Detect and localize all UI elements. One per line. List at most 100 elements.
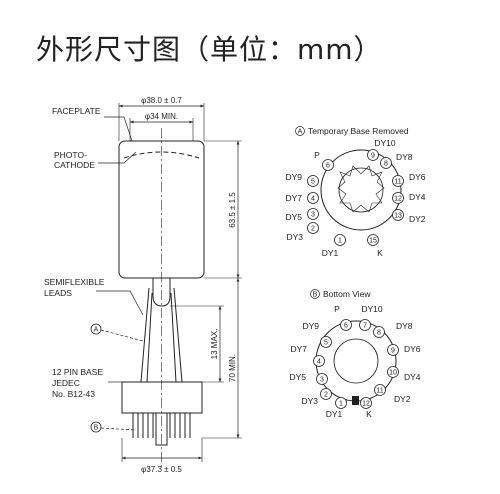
label-photocathode-2: CATHODE bbox=[54, 160, 95, 170]
pin-circle bbox=[334, 234, 346, 246]
pin-6: 6P bbox=[314, 150, 334, 171]
pin-circle bbox=[380, 157, 392, 169]
pin-circle bbox=[359, 319, 371, 331]
tube-side-view bbox=[90, 103, 242, 468]
pin-3: 3 DY5 bbox=[289, 372, 328, 385]
pin-number: 4 bbox=[311, 196, 315, 203]
pin-name: DY3 bbox=[286, 232, 303, 242]
pin-circle bbox=[373, 326, 385, 338]
callout-a-letter: A bbox=[94, 327, 99, 334]
pin-circle bbox=[392, 175, 404, 187]
leader-faceplate bbox=[104, 116, 133, 142]
pin-circle bbox=[392, 209, 404, 221]
view-a-marker: A bbox=[298, 129, 303, 136]
view-a-inner-ring bbox=[338, 167, 384, 213]
pin-number: 1 bbox=[338, 238, 342, 245]
pin-3: 3 DY5 bbox=[285, 208, 319, 222]
leader-a bbox=[100, 329, 144, 342]
pin-circle bbox=[367, 234, 379, 246]
pin-number: 12 bbox=[394, 196, 402, 203]
lead-4 bbox=[173, 287, 183, 383]
callout-b-letter: B bbox=[94, 425, 99, 432]
view-a-title: Temporary Base Removed bbox=[308, 126, 409, 136]
pin-name: DY3 bbox=[301, 396, 318, 406]
pin-number: 5 bbox=[311, 179, 315, 186]
view-a-dynode-structure bbox=[337, 165, 385, 213]
pin-circle bbox=[307, 192, 319, 204]
pin-6: 6P bbox=[334, 304, 352, 331]
dim-lead-max-text: 13 MAX. bbox=[210, 329, 219, 360]
pin-name: DY5 bbox=[285, 212, 302, 222]
pin-name: DY10 bbox=[361, 304, 383, 314]
pin-name: DY7 bbox=[290, 344, 307, 354]
base-key bbox=[155, 412, 168, 446]
lead-2 bbox=[146, 292, 153, 383]
dim-body-length-text: 63.5 ± 1.5 bbox=[228, 192, 237, 228]
pin-number: 8 bbox=[377, 330, 381, 337]
pin-number: 1 bbox=[339, 401, 343, 408]
pin-name: DY7 bbox=[285, 193, 302, 203]
leader-b bbox=[100, 427, 136, 431]
pin-name: DY10 bbox=[374, 138, 396, 148]
label-leads-2: LEADS bbox=[44, 288, 72, 298]
pin-number: 11 bbox=[376, 388, 383, 395]
photocathode-arc bbox=[123, 151, 200, 159]
pin-circle bbox=[307, 222, 319, 234]
pin-number: 8 bbox=[384, 161, 388, 168]
pin-circle bbox=[322, 159, 334, 171]
pin-name: DY4 bbox=[404, 372, 421, 382]
dim-overall-min-text: 70 MIN. bbox=[228, 354, 237, 382]
tube-base bbox=[121, 381, 203, 414]
pin-10: 10 DY4 bbox=[387, 366, 421, 382]
pin-name: DY1 bbox=[322, 248, 339, 258]
pin-circle bbox=[320, 388, 332, 400]
pin-number: 10 bbox=[389, 370, 397, 377]
pin-number: 11 bbox=[394, 179, 401, 186]
label-faceplate: FACEPLATE bbox=[52, 106, 101, 116]
pin-name: DY1 bbox=[326, 409, 343, 419]
pin-8: 8 DY8 bbox=[373, 321, 413, 338]
label-base-2: JEDEC bbox=[52, 378, 80, 388]
pin-name: P bbox=[334, 304, 340, 314]
pin-circle bbox=[340, 319, 352, 331]
pin-name: DY5 bbox=[289, 372, 306, 382]
pin-number: 12 bbox=[362, 401, 370, 408]
pin-name: DY9 bbox=[285, 172, 302, 182]
pin-number: 2 bbox=[324, 392, 328, 399]
pin-circle bbox=[313, 355, 325, 367]
pin-12: 12K bbox=[360, 397, 372, 419]
leader-photocathode bbox=[98, 151, 137, 164]
pin-name: DY2 bbox=[394, 394, 411, 404]
view-b-key bbox=[352, 396, 359, 405]
pin-15: 15K bbox=[367, 234, 383, 258]
pin-circle bbox=[307, 208, 319, 220]
pin-number: 9 bbox=[391, 348, 395, 355]
pin-number: 15 bbox=[369, 238, 377, 245]
pin-number: 3 bbox=[320, 377, 324, 384]
page-title: 外形尺寸图（单位：mm） bbox=[36, 33, 383, 66]
pin-name: DY4 bbox=[409, 192, 426, 202]
pin-name: DY8 bbox=[396, 321, 413, 331]
pin-number: 3 bbox=[311, 212, 315, 219]
pin-12: 12 DY4 bbox=[392, 192, 426, 204]
callout-b-circle bbox=[90, 421, 102, 433]
pin-circle bbox=[392, 192, 404, 204]
pin-name: P bbox=[314, 150, 320, 160]
label-leads-1: SEMIFLEXIBLE bbox=[44, 277, 105, 287]
pin-number: 6 bbox=[344, 323, 348, 330]
pin-circle bbox=[387, 366, 399, 378]
pin-circle bbox=[360, 397, 372, 409]
pin-4: 4 DY7 bbox=[285, 192, 319, 204]
lead-1 bbox=[140, 287, 150, 383]
pin-name: K bbox=[377, 248, 383, 258]
